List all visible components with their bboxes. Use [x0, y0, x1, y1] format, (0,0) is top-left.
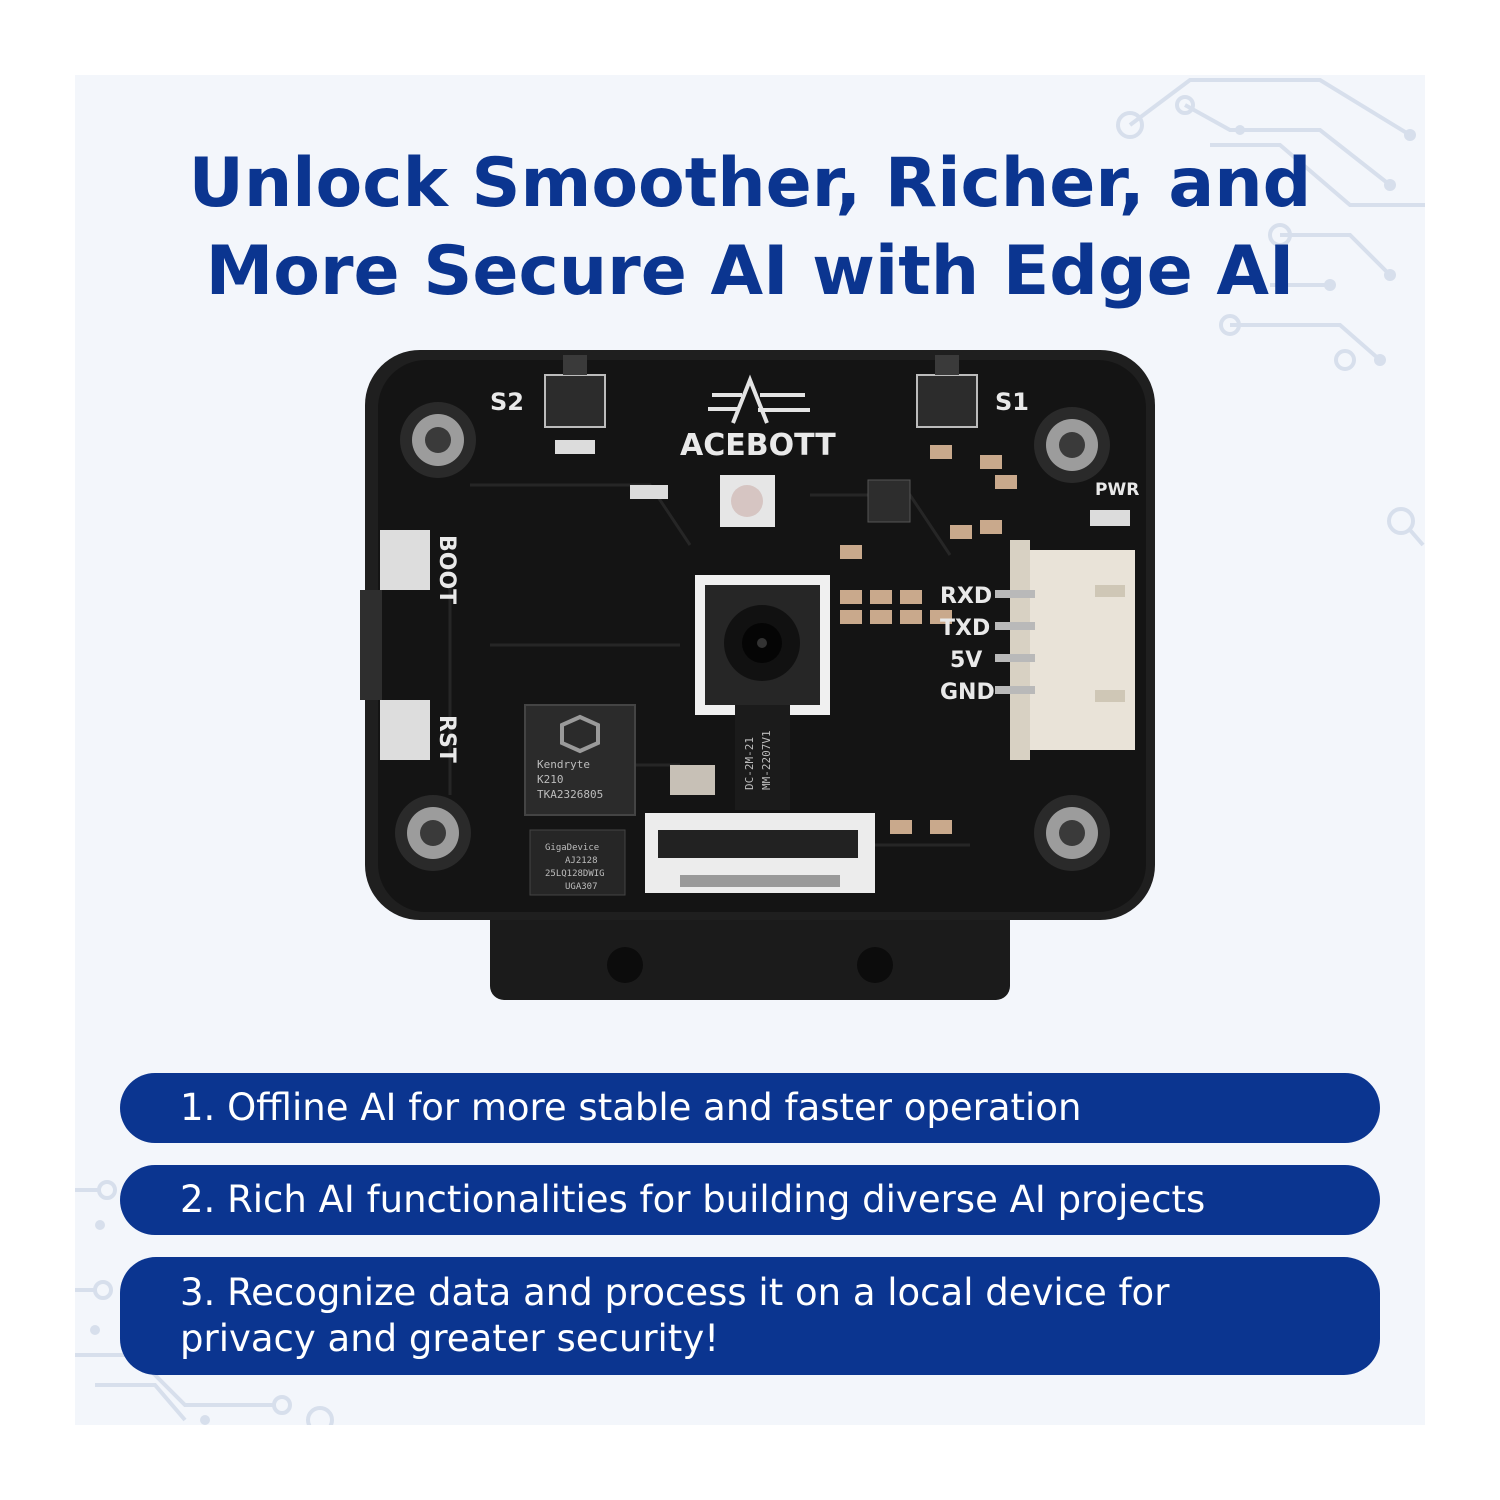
circuit-pattern-top-right	[1116, 78, 1425, 371]
svg-text:K210: K210	[537, 773, 564, 786]
svg-text:TXD: TXD	[940, 616, 990, 641]
svg-text:DC-2M-21: DC-2M-21	[743, 737, 756, 790]
svg-text:S2: S2	[490, 388, 524, 416]
svg-text:AJ2128: AJ2128	[565, 856, 598, 866]
svg-text:S1: S1	[995, 388, 1029, 416]
svg-text:GigaDevice: GigaDevice	[545, 843, 599, 853]
svg-text:BOOT: BOOT	[434, 535, 459, 604]
feature-text-3: 3. Recognize data and process it on a lo…	[180, 1271, 1170, 1360]
svg-text:ACEBOTT: ACEBOTT	[680, 428, 836, 463]
feature-text-1: 1. Offline AI for more stable and faster…	[180, 1086, 1082, 1129]
feature-text-2: 2. Rich AI functionalities for building …	[180, 1178, 1206, 1221]
svg-text:UGA307: UGA307	[565, 882, 598, 892]
ai-camera-module-image: S2 S1 ACEBOTT PWR BOOT RST Kendryte K210…	[350, 345, 1170, 1010]
mounting-holes	[395, 402, 1110, 871]
svg-text:TKA2326805: TKA2326805	[537, 788, 603, 801]
headline: Unlock Smoother, Richer, and More Secure…	[0, 140, 1500, 316]
svg-text:5V: 5V	[950, 648, 982, 673]
circuit-pattern-bottom-left	[75, 1180, 334, 1425]
headline-line-1: Unlock Smoother, Richer, and	[188, 144, 1312, 223]
svg-text:RXD: RXD	[940, 584, 992, 609]
svg-text:GND: GND	[940, 680, 995, 705]
magnifier-icon	[1387, 507, 1425, 547]
svg-text:MM-2207V1: MM-2207V1	[760, 730, 773, 790]
feature-item-3: 3. Recognize data and process it on a lo…	[120, 1257, 1380, 1375]
svg-text:PWR: PWR	[1095, 480, 1139, 500]
feature-item-2: 2. Rich AI functionalities for building …	[120, 1165, 1380, 1235]
svg-text:Kendryte: Kendryte	[537, 758, 590, 771]
headline-line-2: More Secure AI with Edge AI	[205, 232, 1295, 311]
svg-text:RST: RST	[434, 715, 459, 763]
svg-text:25LQ128DWIG: 25LQ128DWIG	[545, 869, 605, 879]
feature-item-1: 1. Offline AI for more stable and faster…	[120, 1073, 1380, 1143]
